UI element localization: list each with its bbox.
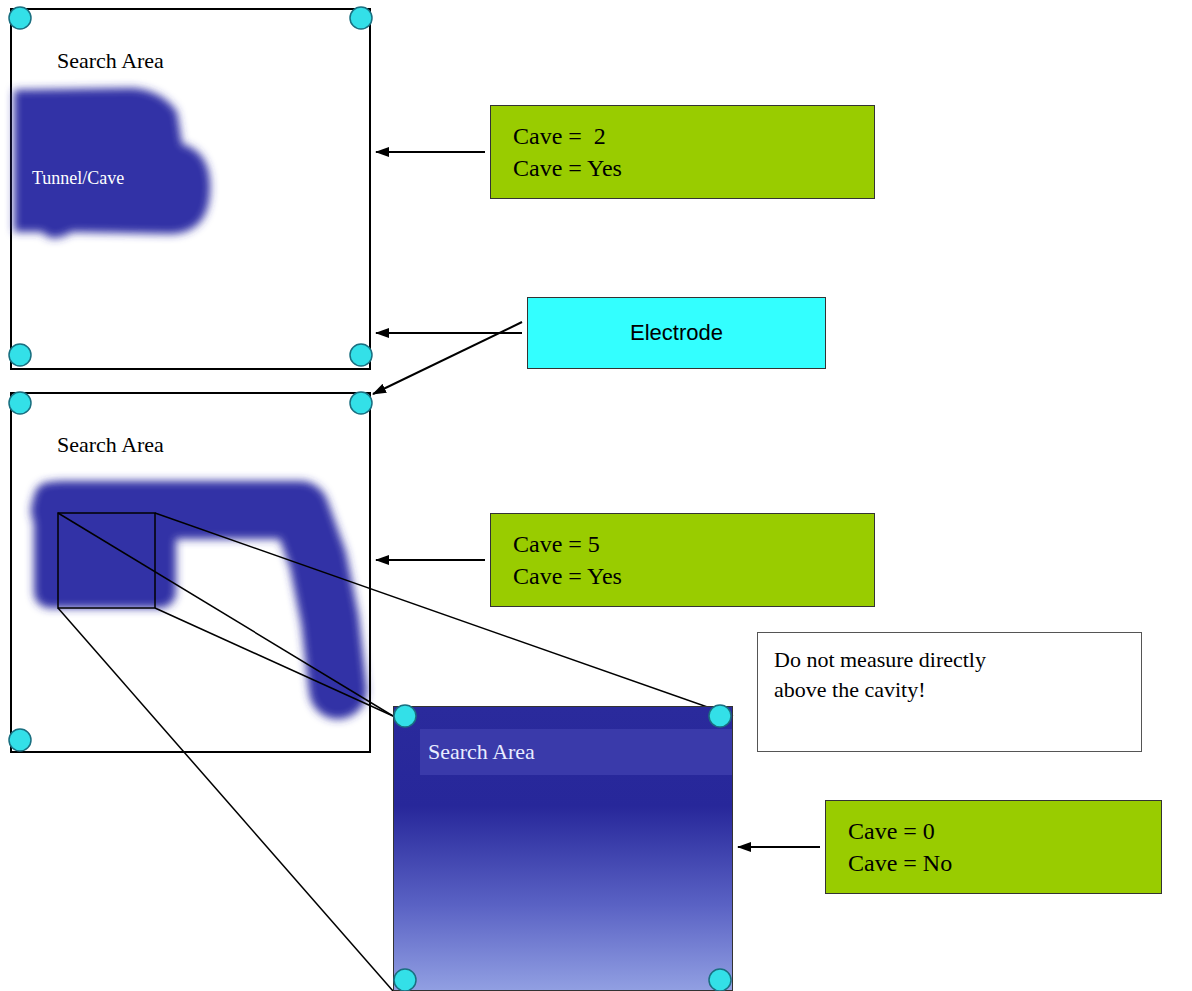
pointer-arrow: [738, 846, 820, 848]
electrode-label-box: Electrode: [527, 297, 826, 369]
box-text: Search Area: [57, 432, 164, 458]
zoomed-search-area: Search Area: [393, 706, 733, 991]
electrode-dot: [9, 7, 731, 991]
box-text: Search Area: [57, 48, 164, 74]
box-text: Tunnel/Cave: [32, 168, 124, 189]
search-area-box: Search AreaTunnel/Cave: [10, 8, 371, 370]
pointer-arrow: [376, 559, 485, 561]
blob-outline: [12, 82, 217, 247]
warning-note: Do not measure directly above the cavity…: [757, 632, 1142, 752]
search-area-box: Search Area: [10, 392, 371, 753]
result-box: Cave = 0Cave = No: [825, 800, 1162, 894]
box-text-line: Cave = Yes: [513, 152, 852, 184]
box-text: Cave = 2: [513, 120, 852, 152]
pointer-arrow: [373, 322, 522, 394]
box-text-line: Cave = No: [848, 847, 1139, 879]
result-box: Cave = 2Cave = Yes: [490, 105, 875, 199]
box-text: Search Area: [420, 729, 732, 775]
pointer-arrow: [376, 151, 485, 153]
tunnel-cave-blob: Tunnel/Cave: [12, 82, 217, 247]
tunnel-blob: [34, 482, 338, 690]
result-box: Cave = 5Cave = Yes: [490, 513, 875, 607]
box-text-line: Cave = Yes: [513, 560, 852, 592]
box-text: Cave = 0: [848, 815, 1139, 847]
box-text: Cave = 5: [513, 528, 852, 560]
box-text: Do not measure directly above the cavity…: [774, 645, 1024, 705]
box-text: Electrode: [630, 320, 723, 346]
